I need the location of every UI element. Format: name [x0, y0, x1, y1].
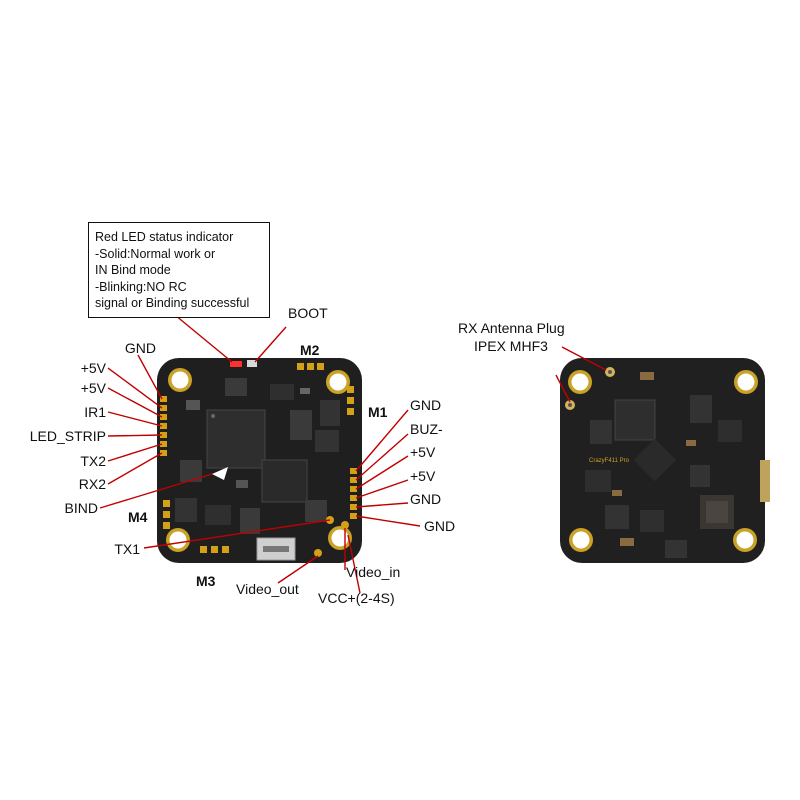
pad-label-ir1: IR1 [84, 404, 106, 420]
antenna-plug-2 [565, 400, 575, 410]
mount-hole [328, 526, 352, 550]
left-pad-column [160, 396, 167, 456]
esc-chip [261, 459, 308, 503]
mount-hole [166, 528, 190, 552]
motor-label-m1: M1 [368, 404, 388, 420]
pad-label-buz: BUZ- [410, 421, 443, 437]
front-board [99, 314, 421, 594]
pad-label-vcc: VCC+(2-4S) [318, 590, 395, 606]
pad-label-tx1: TX1 [114, 541, 140, 557]
antenna-plug [605, 367, 615, 377]
board-model-text: CrazyF411 Pro [589, 458, 629, 464]
boot-button [247, 360, 257, 367]
mount-hole [568, 370, 592, 394]
callout-line: signal or Binding successful [95, 296, 250, 310]
mount-hole [168, 368, 192, 392]
antenna-label-line1: RX Antenna Plug [458, 320, 565, 336]
pad-label-5v: +5V [80, 380, 106, 396]
pad-label-gnd: GND [410, 397, 442, 413]
pad-label-bind: BIND [64, 500, 98, 516]
pad-label-5v: +5V [410, 468, 436, 484]
pad-label-5v: +5V [410, 444, 436, 460]
leader-lines-back [555, 346, 607, 403]
callout-line: -Blinking:NO RC [95, 279, 187, 294]
side-connector [760, 460, 770, 502]
pad-label-gnd: GND [424, 518, 456, 534]
mount-hole [569, 528, 593, 552]
right-pad-column [350, 468, 357, 519]
status-led [230, 361, 242, 367]
pad-label-5v: +5V [80, 360, 106, 376]
pad-label-gnd: GND [124, 340, 156, 356]
pad-label-tx2: TX2 [80, 453, 106, 469]
callout-line: Red LED status indicator [95, 230, 234, 244]
led-status-callout: Red LED status indicator -Solid:Normal w… [88, 222, 270, 318]
callout-line: IN Bind mode [95, 263, 171, 277]
pad-label-rx2: RX2 [78, 476, 106, 492]
motor-label-m4: M4 [128, 509, 148, 525]
pad-label-led-strip: LED_STRIP [29, 428, 106, 444]
back-board [555, 346, 770, 563]
mcu-chip [206, 409, 266, 469]
motor-label-m2: M2 [300, 342, 320, 358]
pad-label-gnd: GND [410, 491, 442, 507]
pad-label-video-in: Video_in [346, 564, 401, 580]
mount-hole [326, 370, 350, 394]
mount-hole [734, 370, 758, 394]
boot-label: BOOT [288, 305, 328, 321]
motor-label-m3: M3 [196, 573, 216, 589]
antenna-label-line2: IPEX MHF3 [474, 338, 548, 354]
leader-lines [99, 314, 421, 594]
motor-pads [163, 363, 354, 553]
callout-line: -Solid:Normal work or [95, 246, 216, 261]
pad-label-video-out: Video_out [236, 581, 299, 597]
mount-hole [733, 528, 757, 552]
